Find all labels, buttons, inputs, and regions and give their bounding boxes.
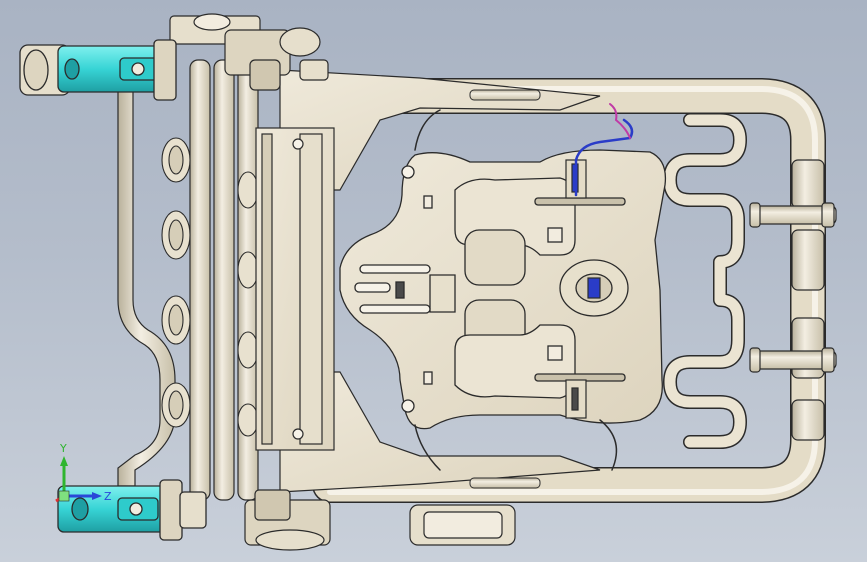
wire-harness: [414, 103, 634, 471]
axis-triad: Y Z: [55, 442, 112, 503]
front-cross-plate: [255, 127, 335, 451]
sinuous-springs: [663, 113, 747, 449]
axis-y-label: Y: [59, 442, 67, 455]
motor-assembly-top: [169, 13, 329, 91]
cyan-bracket-bottom[interactable]: [57, 479, 207, 541]
frame-pins: [749, 202, 837, 373]
tension-springs: [469, 89, 541, 489]
seat-pan[interactable]: [339, 149, 667, 430]
axis-z-label: Z: [104, 490, 112, 503]
cyan-bracket-top[interactable]: [19, 39, 177, 101]
front-cross-tubes: [117, 59, 259, 501]
recliner-discs: [161, 137, 259, 437]
motor-assembly-bottom: [244, 489, 516, 551]
